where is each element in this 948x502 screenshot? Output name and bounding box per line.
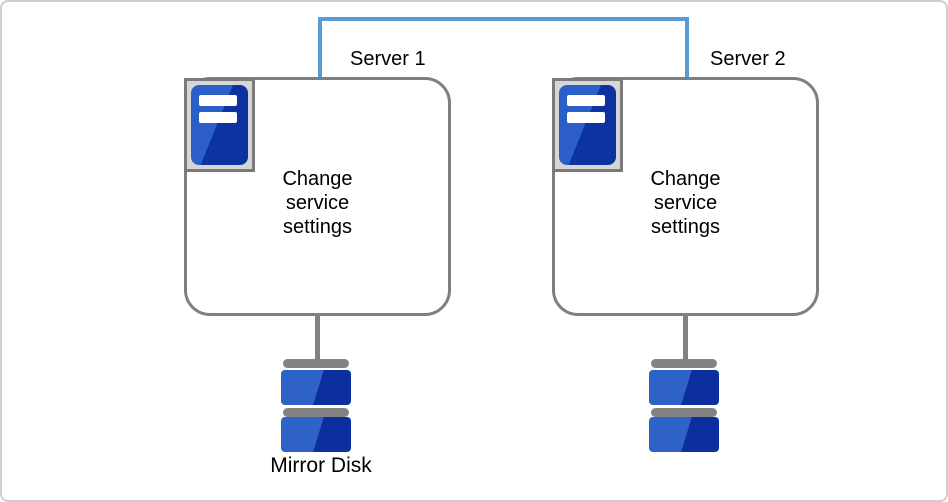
mirror-disk-icon [649,359,719,452]
server-unit-body [191,85,248,165]
server-1-action-text: Change service settings [187,167,448,239]
disk-bar [651,359,717,368]
interconnect-line-server2 [685,17,689,78]
action-line: service [285,192,350,214]
disk-platter [649,417,719,452]
server-slot-icon [567,112,605,123]
disk-bar [283,408,349,417]
interconnect-line-horizontal [318,17,689,21]
disk-bar [651,408,717,417]
mirror-disk-icon [281,359,351,452]
disk-connector-line [315,313,320,360]
disk-connector-line [683,313,688,360]
server-slot-icon [199,95,237,106]
disk-bar [283,359,349,368]
server-unit-icon [184,78,255,172]
server-unit-icon [552,78,623,172]
action-line: settings [651,216,720,238]
server-2-box: Change service settings [552,77,819,316]
disk-platter [281,417,351,452]
action-line: settings [283,216,352,238]
action-line: Change [282,168,353,190]
action-line: Change [650,168,721,190]
server-1-label: Server 1 [350,48,426,70]
mirror-disk-label: Mirror Disk [270,454,372,477]
action-line: service [653,192,718,214]
server-slot-icon [199,112,237,123]
server-unit-body [559,85,616,165]
server-2-label: Server 2 [710,48,786,70]
interconnect-line-server1 [318,17,322,78]
server-2-action-text: Change service settings [555,167,816,239]
disk-platter [649,370,719,405]
server-slot-icon [567,95,605,106]
disk-platter [281,370,351,405]
